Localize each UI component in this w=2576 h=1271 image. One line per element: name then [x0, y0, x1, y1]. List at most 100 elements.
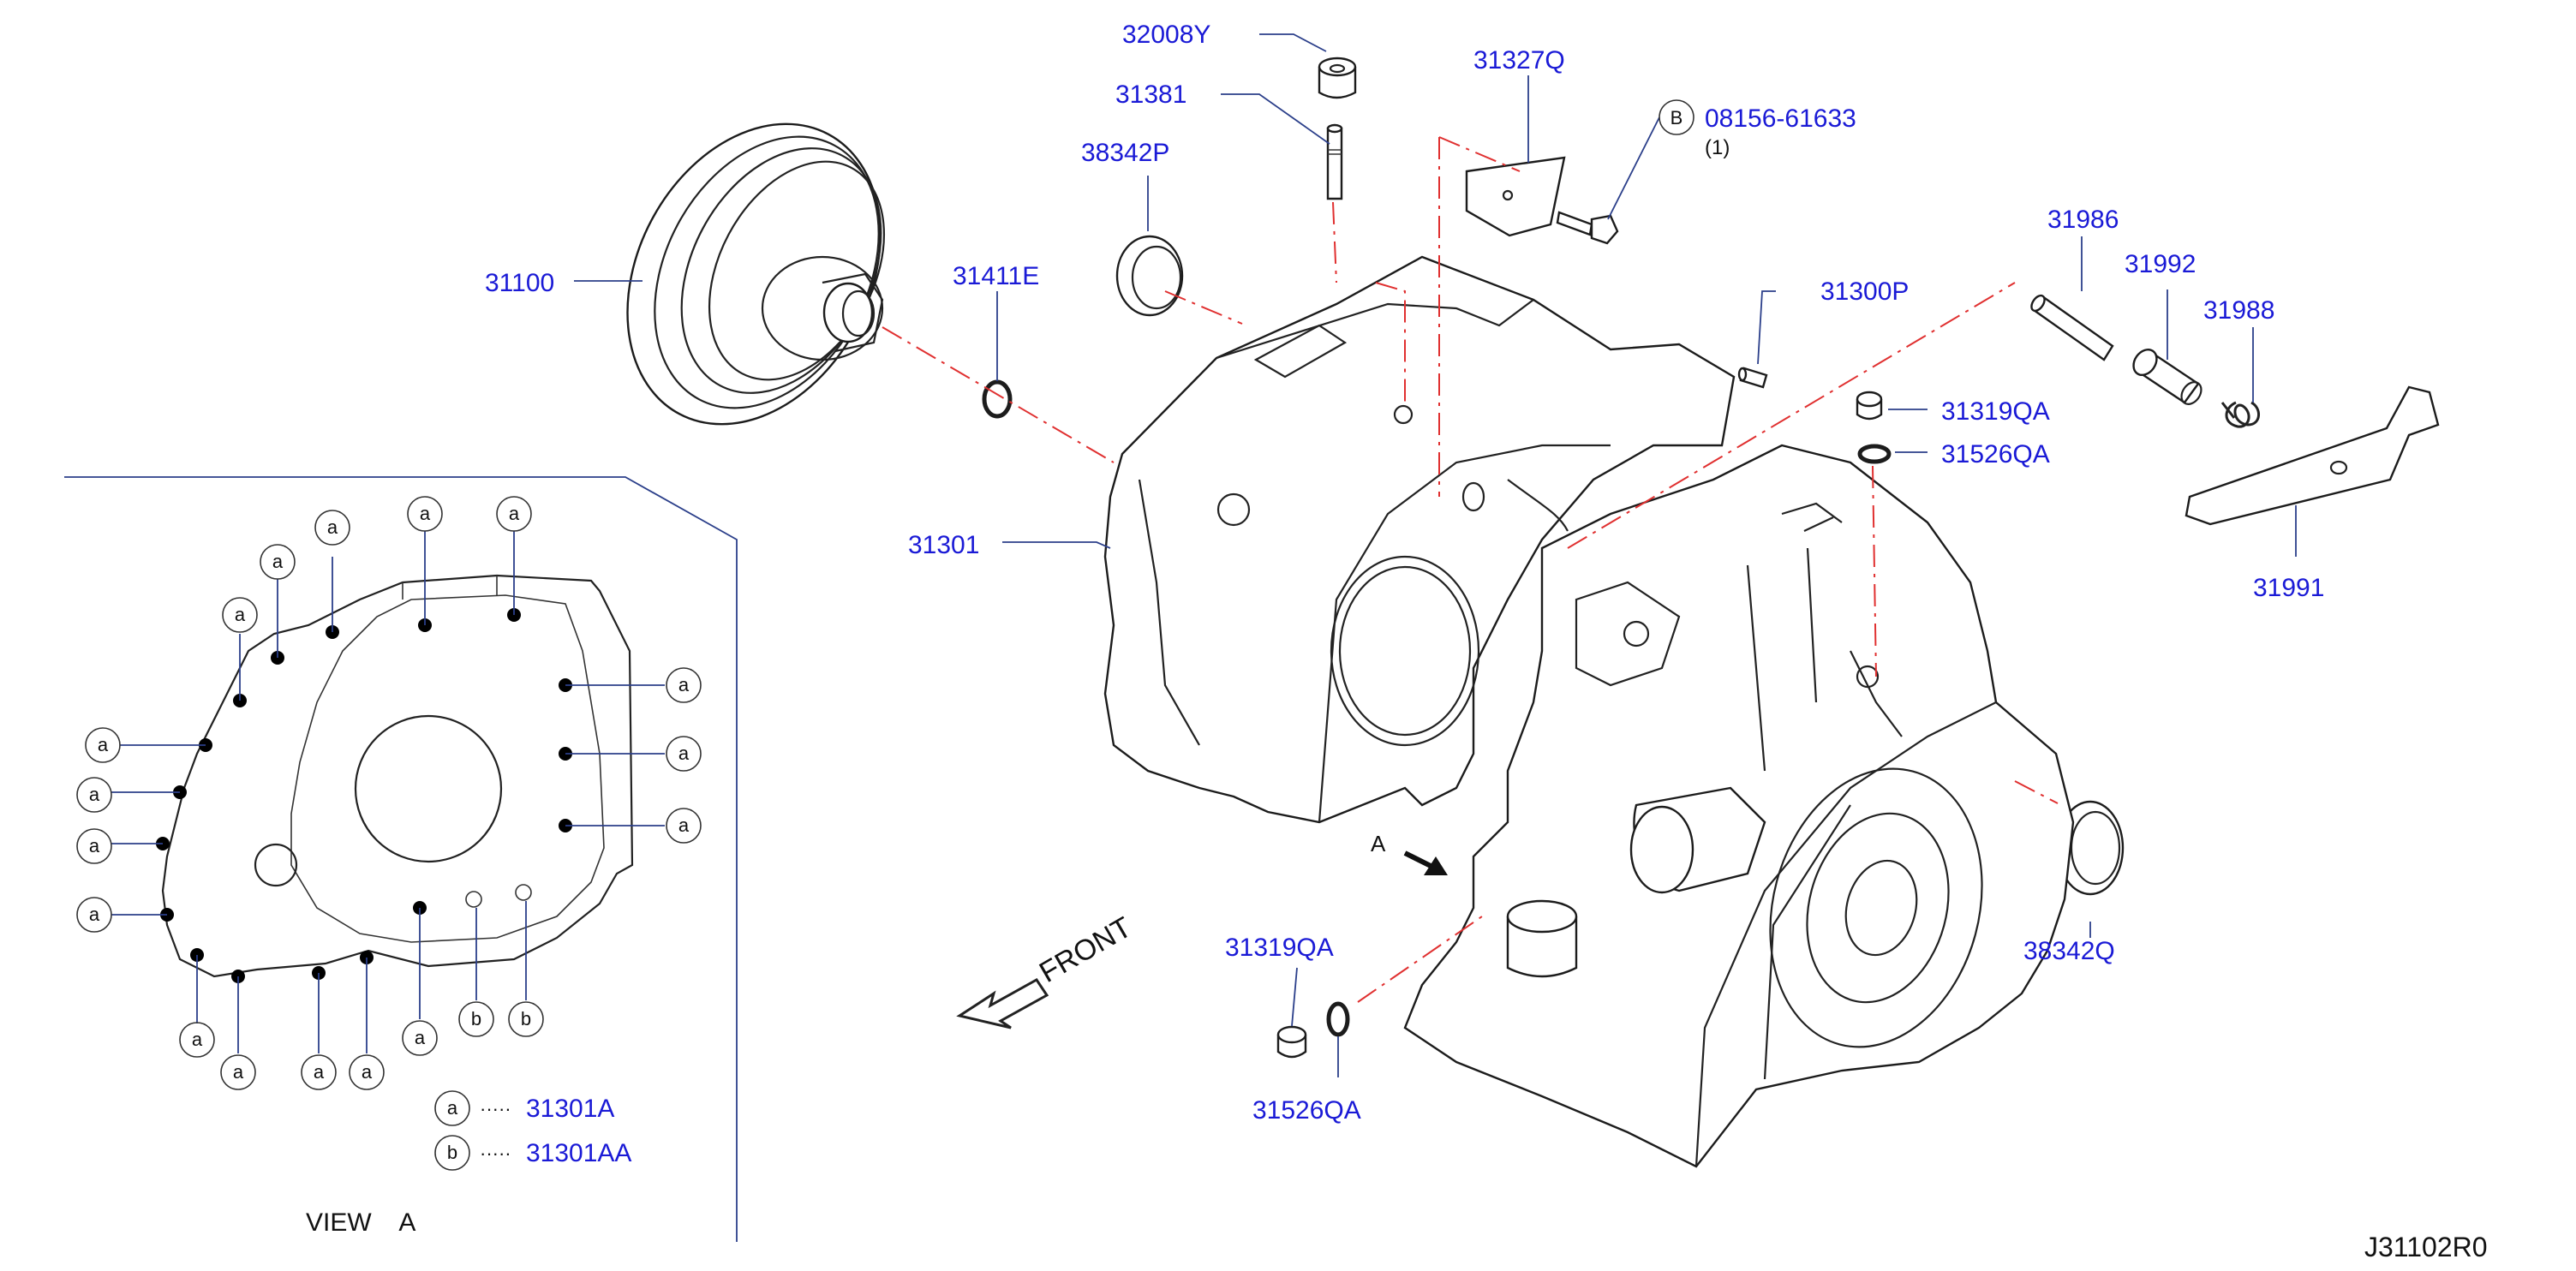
legend-part-31301A: 31301A	[526, 1095, 614, 1123]
callout-a: a	[76, 897, 112, 933]
svg-text:a: a	[678, 743, 690, 764]
callout-a: a	[301, 1054, 337, 1090]
o-ring-31526QA-top	[1857, 444, 1892, 464]
view-a-leaders	[111, 531, 665, 1053]
label-31991: 31991	[2253, 574, 2324, 602]
callout-a: a	[222, 597, 258, 633]
view-a-case-outline	[161, 574, 634, 978]
callout-a: a	[666, 736, 702, 772]
label-31300P: 31300P	[1820, 277, 1909, 306]
svg-text:a: a	[98, 734, 109, 755]
label-31992: 31992	[2125, 250, 2196, 278]
svg-text:·····: ·····	[480, 1098, 511, 1119]
callout-a: a	[220, 1054, 256, 1090]
svg-text:b: b	[471, 1008, 481, 1029]
marker-B: B	[1659, 99, 1694, 135]
callout-a: a	[666, 808, 702, 844]
svg-text:a: a	[678, 815, 690, 836]
oil-seal-38342P	[1115, 235, 1184, 317]
transaxle-case	[1403, 444, 2075, 1168]
front-arrow: FRONT	[956, 910, 1137, 1029]
callout-a: a	[260, 544, 296, 580]
callout-a: a	[407, 496, 443, 532]
label-31986: 31986	[2047, 206, 2119, 234]
svg-text:a: a	[509, 503, 520, 524]
label-31988: 31988	[2203, 296, 2274, 325]
svg-text:a: a	[233, 1061, 244, 1083]
svg-text:a: a	[192, 1029, 203, 1050]
view-a-arrow: A	[1371, 831, 1448, 875]
pin-31381	[1326, 123, 1343, 200]
torque-converter	[626, 122, 886, 426]
spring-31988	[2220, 401, 2260, 428]
label-31381: 31381	[1115, 81, 1186, 109]
label-31411E: 31411E	[953, 262, 1039, 290]
label-31327Q: 31327Q	[1473, 46, 1565, 75]
view-a-frame	[64, 476, 738, 1242]
part-labels: 32008Y 31381 38342P 31327Q B 08156-61633…	[485, 21, 2324, 1125]
label-31526QA-top: 31526QA	[1941, 440, 2050, 468]
view-a-callouts: a a a a a a a a a a a a a a a a a b b	[76, 496, 702, 1090]
svg-text:a: a	[89, 904, 100, 925]
svg-text:b: b	[521, 1008, 531, 1029]
callout-a: a	[179, 1022, 215, 1058]
label-31319QA-top: 31319QA	[1941, 397, 2050, 426]
callout-a: a	[76, 777, 112, 813]
svg-text:b: b	[447, 1142, 457, 1163]
legend-part-31301AA: 31301AA	[526, 1139, 631, 1167]
o-ring-31526QA-bottom	[1326, 1001, 1350, 1037]
svg-text:B: B	[1671, 107, 1683, 128]
label-31526QA-bottom: 31526QA	[1252, 1096, 1361, 1125]
svg-text:A: A	[1371, 831, 1386, 856]
svg-text:a: a	[235, 604, 246, 625]
callout-b: b	[458, 1001, 494, 1037]
plug-31319QA-top	[1856, 391, 1883, 421]
callout-a: a	[85, 727, 121, 763]
label-38342Q: 38342Q	[2023, 937, 2115, 965]
legend-row-b: b ····· 31301AA	[434, 1135, 631, 1171]
callout-a: a	[402, 1020, 438, 1056]
callout-a: a	[349, 1054, 385, 1090]
svg-text:a: a	[420, 503, 431, 524]
lever-31991	[2185, 385, 2440, 526]
assembly-centerlines	[882, 136, 2059, 1003]
view-a-label: VIEW A	[306, 1208, 415, 1237]
front-label: FRONT	[1034, 910, 1137, 988]
bushing-31992	[2132, 348, 2202, 405]
callout-a: a	[666, 667, 702, 703]
part-leaders	[574, 33, 2297, 1077]
svg-text:a: a	[89, 784, 100, 805]
cap-32008Y	[1318, 57, 1357, 99]
svg-text:a: a	[415, 1027, 426, 1048]
dowel-31300P	[1737, 367, 1768, 389]
svg-text:·····: ·····	[480, 1143, 511, 1164]
callout-a: a	[314, 510, 350, 546]
svg-text:a: a	[314, 1061, 325, 1083]
label-31301: 31301	[908, 531, 979, 559]
plug-31319QA-bottom	[1276, 1025, 1307, 1059]
callout-b: b	[508, 1001, 544, 1037]
converter-housing	[1103, 255, 1736, 824]
svg-text:a: a	[89, 835, 100, 856]
bracket-31327Q	[1465, 156, 1566, 237]
label-38342P: 38342P	[1081, 139, 1169, 167]
diagram-id: J31102R0	[2364, 1232, 2488, 1262]
svg-text:a: a	[327, 516, 338, 538]
o-ring-31411E	[982, 379, 1013, 419]
svg-text:a: a	[272, 551, 284, 572]
label-08156-61633: 08156-61633	[1705, 104, 1856, 133]
label-31100: 31100	[485, 269, 554, 297]
view-a-bolt-dots	[156, 608, 572, 983]
callout-a: a	[76, 828, 112, 864]
callout-a: a	[496, 496, 532, 532]
svg-text:a: a	[362, 1061, 373, 1083]
svg-text:a: a	[447, 1097, 458, 1119]
label-31319QA-bottom: 31319QA	[1225, 934, 1334, 962]
legend: a ····· 31301A b ····· 31301AA	[434, 1090, 631, 1171]
shaft-31986	[2030, 294, 2114, 361]
svg-text:a: a	[678, 674, 690, 695]
legend-row-a: a ····· 31301A	[434, 1090, 614, 1126]
label-08156-qty: (1)	[1705, 136, 1730, 159]
bolt-08156	[1556, 211, 1619, 245]
